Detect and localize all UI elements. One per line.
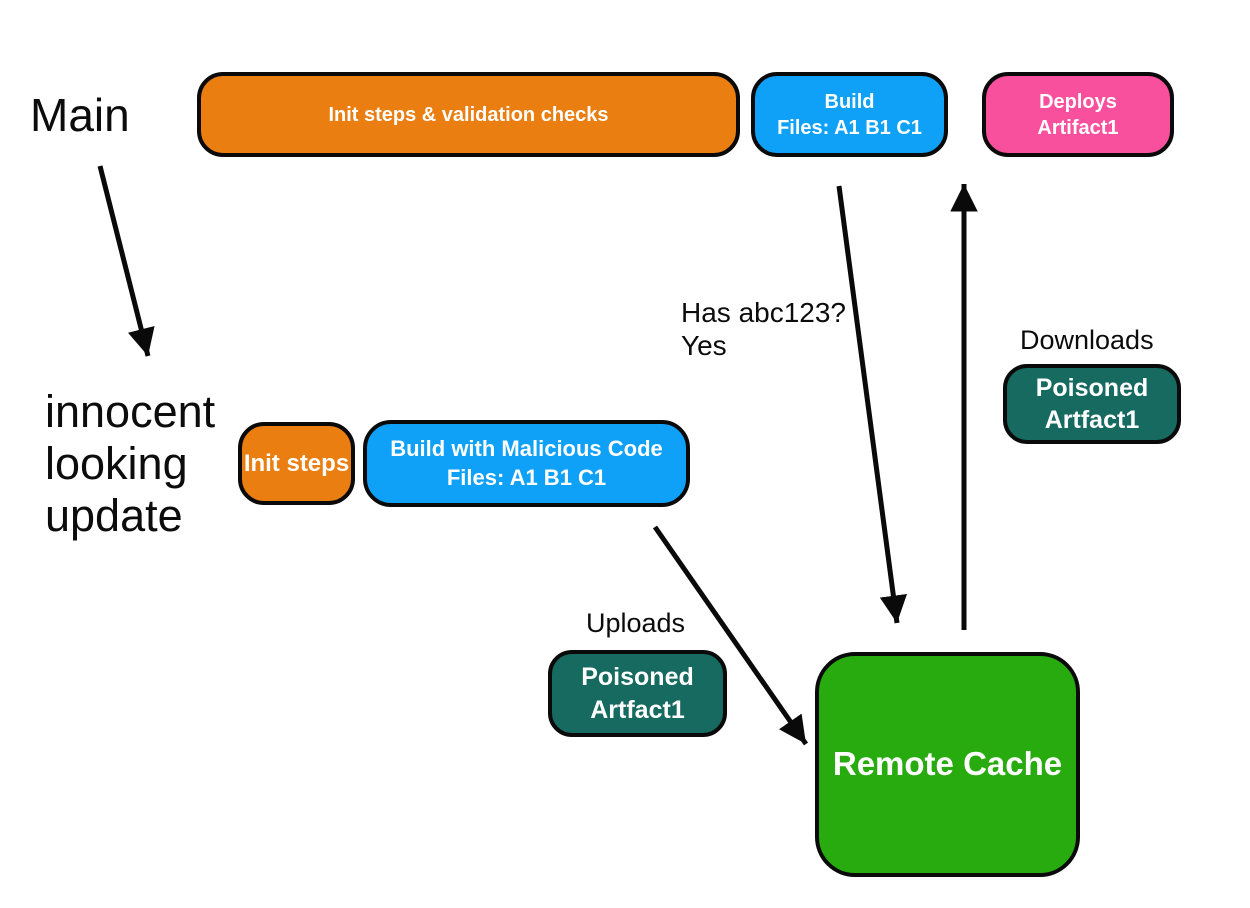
uploads-label: Uploads bbox=[586, 608, 686, 638]
node-deploys-line-2: Artifact1 bbox=[1037, 116, 1119, 139]
node-deploys-line-1: Deploys bbox=[1039, 90, 1117, 113]
cache-hit-question: Has abc123? bbox=[681, 297, 847, 328]
node-build-main-line-1: Build bbox=[824, 90, 875, 113]
node-init-validation: Init steps & validation checks bbox=[197, 72, 740, 157]
downloads-label: Downloads bbox=[1020, 325, 1154, 355]
innocent-update-label: innocent looking update bbox=[45, 386, 215, 542]
arrow-build-to-cache bbox=[836, 185, 908, 624]
cache-hit-answer: Yes bbox=[681, 330, 727, 361]
arrow-main-to-update bbox=[97, 165, 155, 357]
node-init-validation-label: Init steps & validation checks bbox=[328, 103, 609, 126]
node-deploys-artifact: Deploys Artifact1 bbox=[982, 72, 1174, 157]
node-poisoned-download-line-2: Artfact1 bbox=[1044, 406, 1140, 434]
innocent-update-line-2: looking bbox=[45, 438, 188, 489]
node-poisoned-upload: Poisoned Artfact1 bbox=[548, 650, 727, 737]
cache-hit-annotation: Has abc123? Yes bbox=[681, 296, 846, 362]
innocent-update-line-3: update bbox=[45, 490, 183, 541]
node-poisoned-download: Poisoned Artfact1 bbox=[1003, 364, 1181, 444]
node-remote-cache-label: Remote Cache bbox=[832, 745, 1063, 783]
node-init-steps: Init steps bbox=[238, 422, 355, 505]
node-build-main-line-2: Files: A1 B1 C1 bbox=[777, 116, 922, 139]
node-poisoned-upload-line-2: Artfact1 bbox=[590, 695, 685, 724]
main-branch-label: Main bbox=[30, 89, 130, 141]
node-init-steps-label: Init steps bbox=[243, 449, 350, 477]
node-build-malicious-line-2: Files: A1 B1 C1 bbox=[446, 464, 607, 490]
node-poisoned-download-line-1: Poisoned bbox=[1035, 373, 1149, 402]
node-build-main: Build Files: A1 B1 C1 bbox=[751, 72, 948, 157]
innocent-update-line-1: innocent bbox=[45, 386, 216, 437]
node-build-malicious: Build with Malicious Code Files: A1 B1 C… bbox=[363, 420, 690, 507]
node-poisoned-upload-line-1: Poisoned bbox=[581, 663, 694, 691]
node-remote-cache: Remote Cache bbox=[815, 652, 1080, 877]
node-build-malicious-line-1: Build with Malicious Code bbox=[390, 435, 663, 461]
